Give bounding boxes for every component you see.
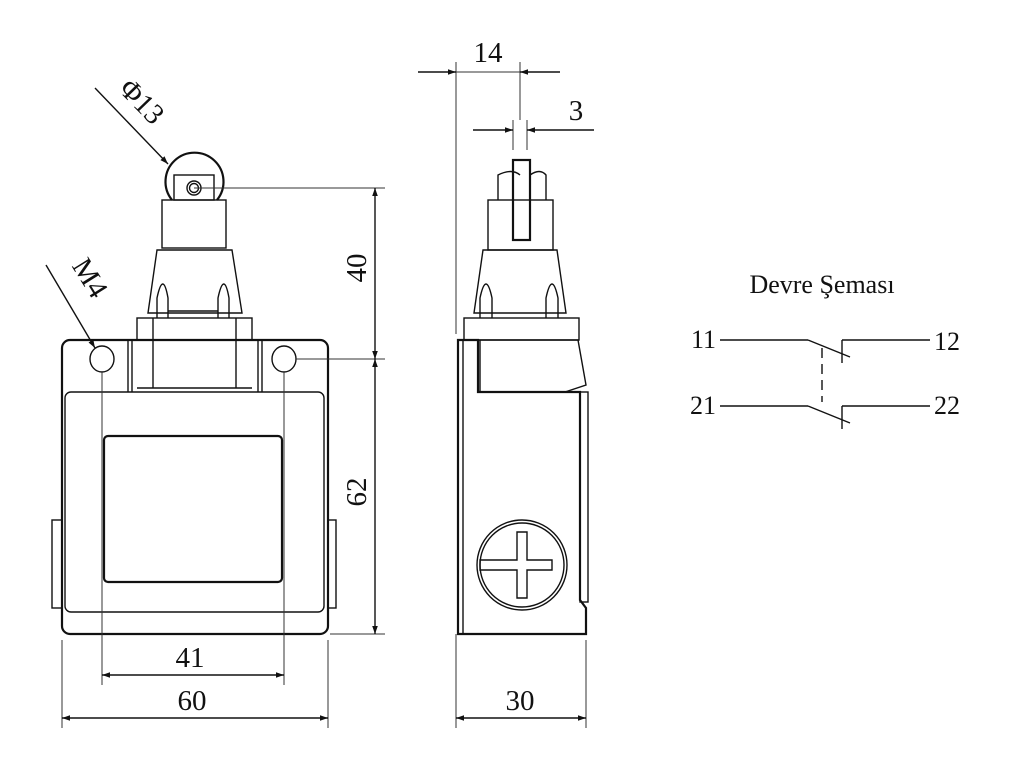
dim-40: 40 (341, 254, 373, 283)
side-dimensions: 14 3 30 (418, 37, 594, 728)
mount-hole-right (271, 345, 297, 373)
neck-base (136, 317, 253, 341)
front-dimensions: 40 62 41 60 Φ13 M4 (45, 73, 385, 728)
circuit-diagram: Devre Şeması 11 12 21 22 (690, 270, 960, 429)
left-tab (51, 519, 63, 609)
screw-cap (476, 519, 568, 611)
terminal-21: 21 (690, 391, 716, 420)
neck-cone (147, 249, 243, 314)
terminal-11: 11 (691, 325, 716, 354)
dim-41: 41 (176, 642, 205, 674)
side-view (456, 158, 589, 636)
dim-30: 30 (506, 685, 535, 717)
front-cover (64, 391, 325, 613)
terminal-22: 22 (934, 391, 960, 420)
dim-62: 62 (341, 478, 373, 507)
mount-hole-left (89, 345, 115, 373)
dim-3: 3 (569, 95, 584, 127)
front-view (51, 151, 337, 636)
roller (164, 151, 225, 201)
cross-slot-icon (479, 531, 553, 599)
roller-edge (511, 158, 532, 242)
dim-60: 60 (178, 685, 207, 717)
dim-roller-diameter: Φ13 (113, 73, 171, 131)
right-tab (327, 519, 337, 609)
side-body-outline (456, 338, 588, 636)
circuit-title: Devre Şeması (749, 270, 894, 299)
terminal-12: 12 (934, 327, 960, 356)
front-window (102, 434, 284, 584)
dim-14: 14 (474, 37, 504, 69)
plunger-block (161, 199, 227, 249)
dim-thread: M4 (65, 253, 114, 305)
